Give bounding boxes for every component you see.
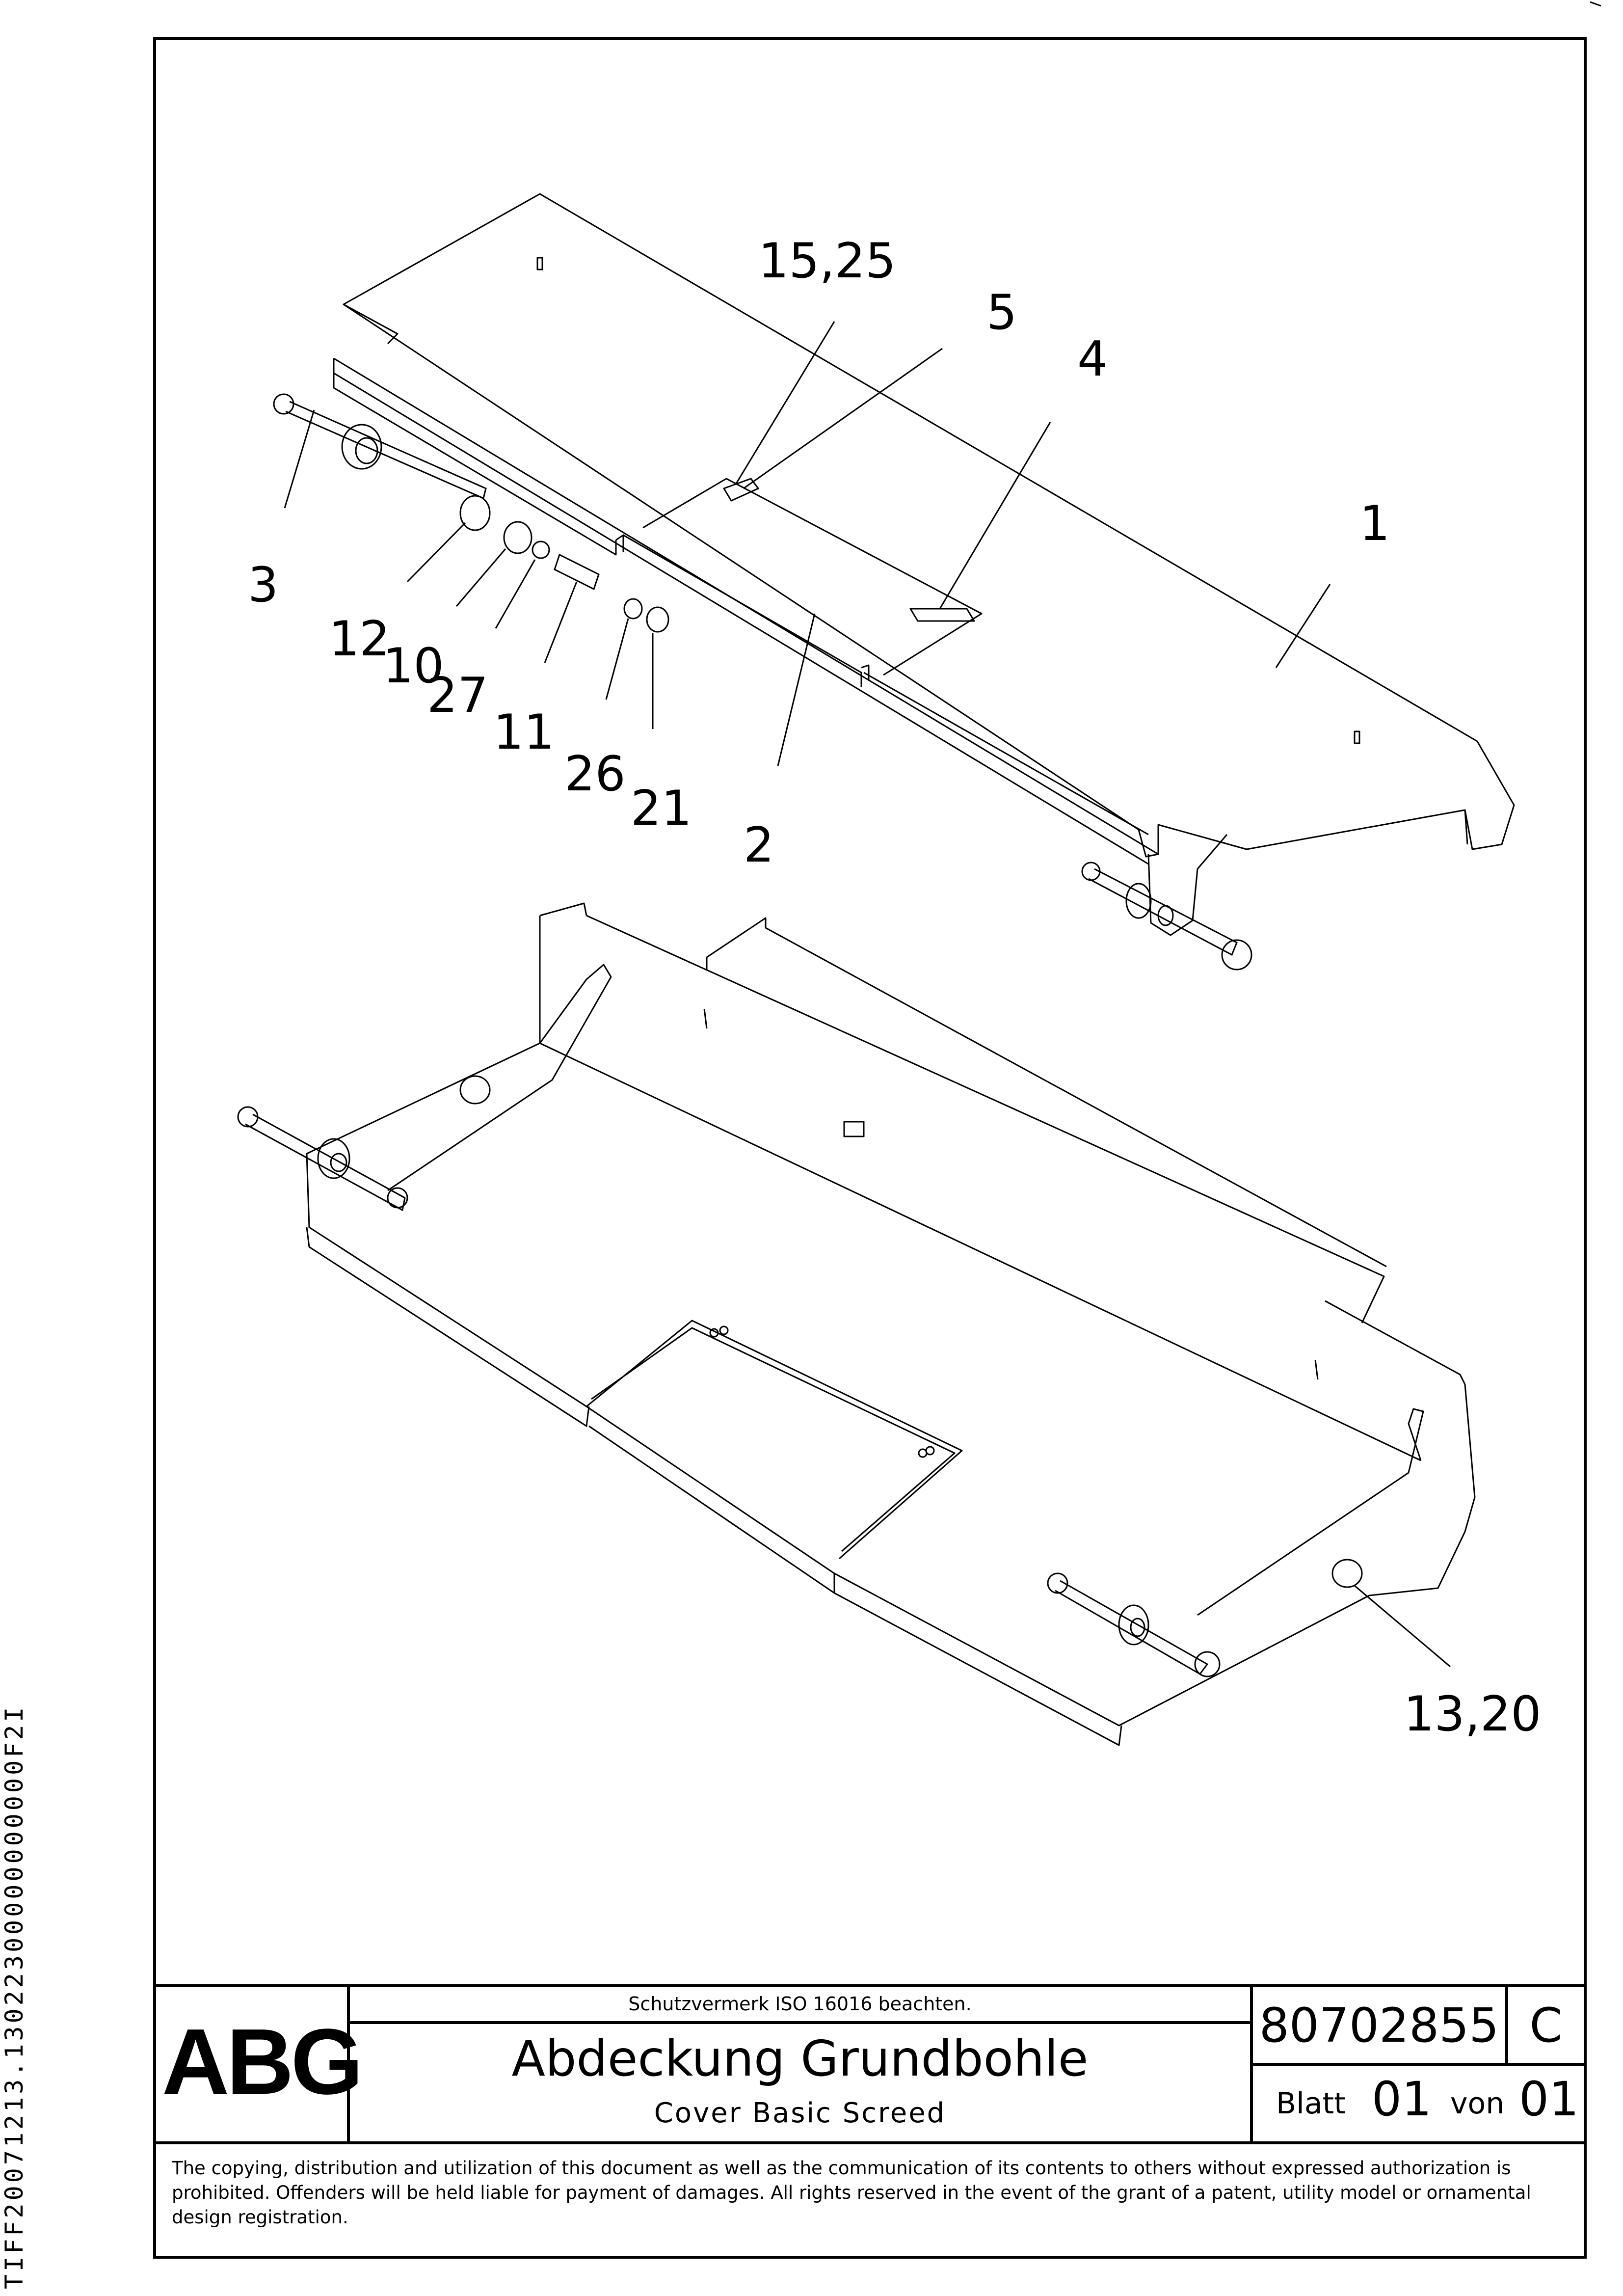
callout-26: 26 xyxy=(564,746,626,802)
sheet-label: Blatt xyxy=(1276,2086,1346,2121)
copyright-notice: The copying, distribution and utilizatio… xyxy=(172,2158,1531,2228)
callout-21: 21 xyxy=(631,781,692,837)
callout-3: 3 xyxy=(248,557,278,613)
callout-12: 12 xyxy=(329,611,390,667)
protection-note: Schutzvermerk ISO 16016 beachten. xyxy=(628,1993,972,2015)
callout-15-25: 15,25 xyxy=(758,233,896,289)
abg-logo: ABG xyxy=(162,2010,363,2114)
drawing-frame xyxy=(153,37,1587,2259)
side-document-code: TIFF20071213.13022300000000000F2I xyxy=(0,1704,28,2289)
lower-cover-assembly xyxy=(237,902,1476,1746)
title-de: Abdeckung Grundbohle xyxy=(511,2030,1089,2087)
callout-13-20: 13,20 xyxy=(1404,1686,1542,1742)
sheet-total: 01 xyxy=(1519,2072,1579,2127)
upper-hinge-parts xyxy=(273,393,1252,971)
sheet-number: 01 xyxy=(1372,2072,1432,2127)
callout-4: 4 xyxy=(1077,331,1108,387)
drawing-number: 80702855 xyxy=(1259,1998,1499,2053)
callout-5: 5 xyxy=(986,285,1017,341)
of-label: von xyxy=(1450,2086,1505,2121)
upper-cover-assembly xyxy=(333,193,1515,936)
callout-1: 1 xyxy=(1359,496,1390,552)
callout-27: 27 xyxy=(427,668,488,724)
title-en: Cover Basic Screed xyxy=(654,2097,946,2129)
leader-lines xyxy=(284,321,1451,1668)
revision: C xyxy=(1529,1998,1563,2053)
callout-10: 10 xyxy=(383,638,444,694)
callout-2: 2 xyxy=(744,817,774,873)
corner-mark xyxy=(1590,1,1601,7)
callout-11: 11 xyxy=(493,704,555,760)
title-block-grid xyxy=(155,1984,1585,2144)
